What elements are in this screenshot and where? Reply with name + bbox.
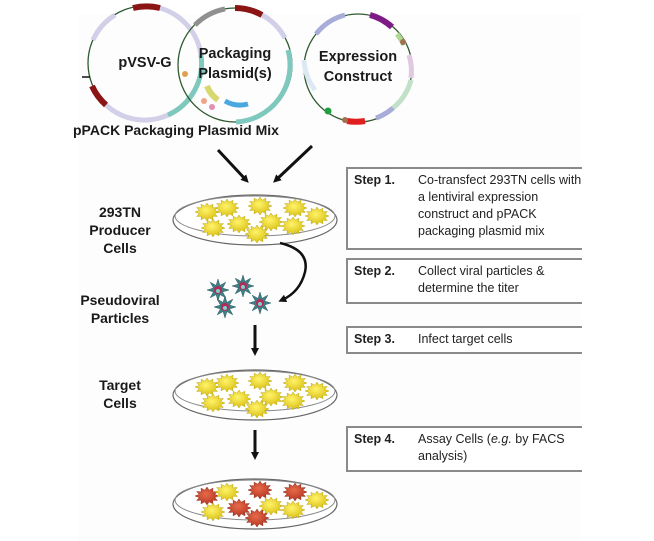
plasmid-label-line: Packaging bbox=[198, 46, 272, 62]
plasmid-label-line: Expression bbox=[318, 49, 398, 65]
step-box-4: Step 4. Assay Cells (e.g. by FACS analys… bbox=[346, 426, 582, 472]
cell-yellow bbox=[200, 393, 226, 413]
cell-yellow bbox=[282, 373, 308, 393]
step-text-part: by FACS analysis) bbox=[418, 432, 565, 463]
cell-yellow bbox=[214, 482, 240, 502]
step-text: Assay Cells (e.g. by FACS analysis) bbox=[418, 431, 582, 467]
plasmid-label-packaging: Packaging Plasmid(s) bbox=[185, 44, 285, 84]
step-box-1: Step 1. Co-transfect 293TN cells with a … bbox=[346, 167, 582, 250]
cell-yellow bbox=[226, 389, 252, 409]
cell-yellow bbox=[200, 502, 226, 522]
stage-label-line: Particles bbox=[90, 310, 150, 326]
stage-label-line: Cells bbox=[103, 240, 137, 256]
cell-yellow bbox=[258, 496, 284, 516]
cell-red bbox=[226, 498, 252, 518]
step-text: Co-transfect 293TN cells with a lentivir… bbox=[418, 173, 582, 238]
step-text: Infect target cells bbox=[418, 332, 513, 346]
cell-yellow bbox=[214, 373, 240, 393]
step-text-italic: e.g. bbox=[490, 432, 512, 446]
step-box-3: Step 3. Infect target cells bbox=[346, 326, 582, 354]
cell-yellow bbox=[304, 381, 330, 401]
arrow-mix-to-dish-right bbox=[273, 144, 314, 183]
cell-yellow bbox=[247, 371, 273, 391]
step-number: Step 3. bbox=[354, 332, 395, 346]
cell-yellow bbox=[282, 198, 308, 218]
cell-yellow bbox=[200, 218, 226, 238]
virus-nucleus bbox=[258, 302, 262, 306]
virus-nucleus bbox=[223, 306, 227, 310]
virus-nucleus bbox=[241, 285, 245, 289]
cell-yellow bbox=[244, 224, 270, 244]
cell-yellow bbox=[247, 196, 273, 216]
cell-yellow bbox=[280, 500, 306, 520]
cell-yellow bbox=[258, 387, 284, 407]
cell-yellow bbox=[244, 399, 270, 419]
stage-label-line: Producer bbox=[89, 222, 151, 238]
cell-red bbox=[247, 480, 273, 500]
plasmid-label-line: pVSV-G bbox=[118, 55, 172, 71]
cell-red bbox=[244, 508, 270, 528]
stage-label-line: Cells bbox=[103, 395, 137, 411]
plasmid-packaging-icon bbox=[177, 5, 293, 125]
step-text-part: Assay Cells ( bbox=[418, 432, 491, 446]
virus-nucleus bbox=[216, 289, 220, 293]
petri-dish-producer-icon bbox=[172, 194, 338, 246]
plasmid-pvsvg-icon bbox=[82, 3, 205, 123]
cell-yellow bbox=[214, 198, 240, 218]
cell-yellow bbox=[258, 212, 284, 232]
cell-red bbox=[282, 482, 308, 502]
step-text: Collect viral particles & determine the … bbox=[418, 264, 545, 295]
step-box-2: Step 2. Collect viral particles & determ… bbox=[346, 258, 582, 304]
arrow-mix-to-dish-left bbox=[216, 148, 249, 183]
step-number: Step 1. bbox=[354, 173, 395, 187]
plasmid-expression-construct-icon bbox=[301, 12, 414, 125]
cell-yellow bbox=[304, 206, 330, 226]
pseudoviral-particles-icon bbox=[206, 274, 272, 319]
stage-label-line: 293TN bbox=[98, 204, 142, 220]
plasmid-label-expression: Expression Construct bbox=[303, 47, 413, 87]
cell-yellow bbox=[280, 391, 306, 411]
stage-label-line: Target bbox=[99, 377, 141, 393]
stage-label-producer: 293TN Producer Cells bbox=[70, 203, 170, 257]
plasmid-label-line: Plasmid(s) bbox=[198, 66, 272, 82]
petri-dish-target-icon bbox=[172, 369, 338, 421]
plasmid-label-pvsvg: pVSV-G bbox=[95, 53, 195, 73]
plasmid-mix-label: pPACK Packaging Plasmid Mix bbox=[73, 122, 279, 138]
petri-dish-assayed-icon bbox=[172, 478, 338, 530]
stage-label-target: Target Cells bbox=[70, 376, 170, 412]
stage-label-line: Pseudoviral bbox=[80, 292, 160, 308]
step-number: Step 2. bbox=[354, 264, 395, 278]
cell-yellow bbox=[304, 490, 330, 510]
stage-label-particles: Pseudoviral Particles bbox=[62, 291, 178, 327]
cell-yellow bbox=[280, 216, 306, 236]
plasmid-label-line: Construct bbox=[323, 69, 393, 85]
step-number: Step 4. bbox=[354, 432, 395, 446]
cell-yellow bbox=[226, 214, 252, 234]
arrow-curved-to-particles bbox=[278, 241, 307, 303]
